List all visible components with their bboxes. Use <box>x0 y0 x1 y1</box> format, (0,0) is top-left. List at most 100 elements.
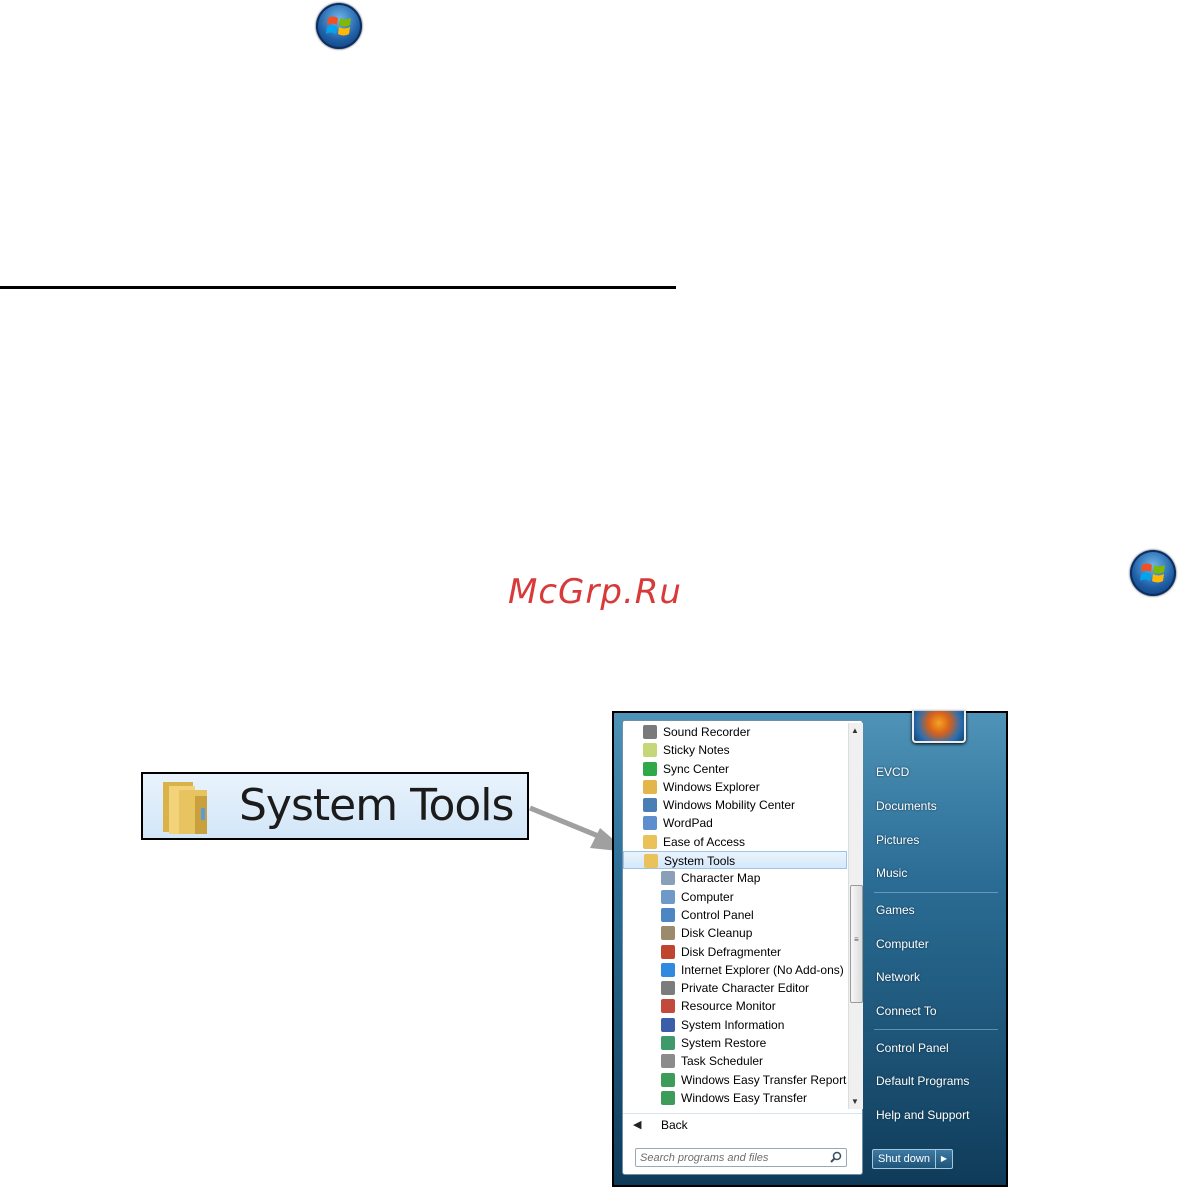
right-pane-separator <box>874 892 998 893</box>
program-label: System Tools <box>664 854 736 869</box>
search-box[interactable] <box>635 1148 847 1167</box>
microphone-icon <box>643 725 657 739</box>
system-restore-icon <box>661 1036 675 1051</box>
program-item[interactable]: Private Character Editor <box>623 979 847 997</box>
right-pane-item[interactable]: Connect To <box>876 1004 937 1018</box>
program-item[interactable]: System Restore <box>623 1034 847 1052</box>
scroll-up-icon[interactable]: ▲ <box>851 726 859 735</box>
character-editor-icon <box>661 981 675 996</box>
search-icon[interactable] <box>830 1151 842 1163</box>
shutdown-button[interactable]: Shut down ▶ <box>872 1149 953 1169</box>
back-arrow-icon: ◀ <box>633 1119 642 1131</box>
user-picture[interactable] <box>912 711 966 743</box>
program-label: Windows Explorer <box>663 779 760 794</box>
program-item[interactable]: System Tools <box>623 851 847 870</box>
program-label: Internet Explorer (No Add-ons) <box>681 962 844 977</box>
right-pane-item[interactable]: Control Panel <box>876 1041 949 1055</box>
program-label: Disk Cleanup <box>681 926 753 941</box>
program-label: Task Scheduler <box>681 1054 764 1069</box>
program-item[interactable]: Ease of Access <box>623 833 847 851</box>
program-label: System Restore <box>681 1036 767 1051</box>
mobility-icon <box>643 798 657 813</box>
section-divider <box>0 286 676 289</box>
program-label: Computer <box>681 889 734 904</box>
sticky-note-icon <box>643 743 657 758</box>
scroll-down-icon[interactable]: ▼ <box>851 1097 859 1106</box>
right-pane-item[interactable]: Documents <box>876 799 937 813</box>
program-item[interactable]: Resource Monitor <box>623 997 847 1015</box>
program-item[interactable]: Disk Cleanup <box>623 924 847 942</box>
shutdown-options-icon[interactable]: ▶ <box>940 1154 948 1163</box>
easy-transfer-icon <box>661 1090 675 1105</box>
scrollbar-thumb[interactable]: ≡ <box>850 885 863 1003</box>
program-label: Windows Easy Transfer Reports <box>681 1072 847 1087</box>
right-pane-item[interactable]: Default Programs <box>876 1074 970 1088</box>
wordpad-icon <box>643 816 657 831</box>
character-map-icon <box>661 871 675 886</box>
shutdown-label[interactable]: Shut down <box>873 1150 936 1168</box>
program-item[interactable]: Windows Easy Transfer Reports <box>623 1071 847 1089</box>
program-item[interactable]: Control Panel <box>623 906 847 924</box>
folder-icon <box>643 834 657 849</box>
program-label: Disk Defragmenter <box>681 944 782 959</box>
right-pane-item[interactable]: Network <box>876 970 921 984</box>
zoom-callout: System Tools <box>141 772 529 840</box>
program-item[interactable]: Windows Easy Transfer <box>623 1089 847 1107</box>
program-item[interactable]: Character Map <box>623 869 847 887</box>
program-item[interactable]: System Information <box>623 1016 847 1034</box>
program-item[interactable]: Sync Center <box>623 760 847 778</box>
resource-monitor-icon <box>661 999 675 1014</box>
windows-start-orb-icon <box>316 3 362 49</box>
program-label: Sticky Notes <box>663 743 730 758</box>
program-label: Windows Easy Transfer <box>681 1090 808 1105</box>
system-information-icon <box>661 1017 675 1032</box>
zoom-label: System Tools <box>239 780 514 831</box>
right-pane-item[interactable]: Help and Support <box>876 1108 970 1122</box>
watermark: McGrp.Ru <box>508 572 682 612</box>
program-item[interactable]: Sticky Notes <box>623 741 847 759</box>
program-label: Control Panel <box>681 907 754 922</box>
program-label: Ease of Access <box>663 834 746 849</box>
computer-icon <box>661 889 675 904</box>
explorer-icon <box>643 779 657 794</box>
program-item[interactable]: Sound Recorder <box>623 723 847 741</box>
defragmenter-icon <box>661 944 675 959</box>
program-item[interactable]: Disk Defragmenter <box>623 943 847 961</box>
program-label: Private Character Editor <box>681 981 810 996</box>
easy-transfer-icon <box>661 1072 675 1087</box>
program-label: Sync Center <box>663 761 730 776</box>
right-pane-item[interactable]: Pictures <box>876 833 920 847</box>
program-item[interactable]: Internet Explorer (No Add-ons) <box>623 961 847 979</box>
folder-icon <box>163 782 207 834</box>
program-label: System Information <box>681 1017 785 1032</box>
program-item[interactable]: Windows Mobility Center <box>623 796 847 814</box>
grip-icon: ≡ <box>854 935 859 944</box>
task-scheduler-icon <box>661 1054 675 1069</box>
program-item[interactable]: WordPad <box>623 814 847 832</box>
sync-icon <box>643 761 657 776</box>
scrollbar[interactable]: ▲ ≡ ▼ <box>848 723 863 1109</box>
windows-start-orb-icon <box>1130 550 1176 596</box>
back-button[interactable]: ◀ Back <box>623 1113 862 1136</box>
program-label: Resource Monitor <box>681 999 776 1014</box>
program-label: Windows Mobility Center <box>663 798 796 813</box>
right-pane-item[interactable]: Computer <box>876 937 929 951</box>
search-input[interactable] <box>640 1150 820 1165</box>
folder-icon <box>644 854 658 869</box>
right-pane-item[interactable]: Games <box>876 903 915 917</box>
right-pane-item[interactable]: Music <box>876 866 908 880</box>
program-label: Sound Recorder <box>663 725 751 739</box>
program-label: WordPad <box>663 816 713 831</box>
back-label: Back <box>661 1118 688 1132</box>
control-panel-icon <box>661 907 675 922</box>
right-pane-separator <box>874 1029 998 1030</box>
program-item[interactable]: Computer <box>623 888 847 906</box>
disk-cleanup-icon <box>661 926 675 941</box>
program-label: Character Map <box>681 871 761 886</box>
program-item[interactable]: Windows Explorer <box>623 778 847 796</box>
right-pane-item[interactable]: EVCD <box>876 765 910 779</box>
program-item[interactable]: Task Scheduler <box>623 1052 847 1070</box>
